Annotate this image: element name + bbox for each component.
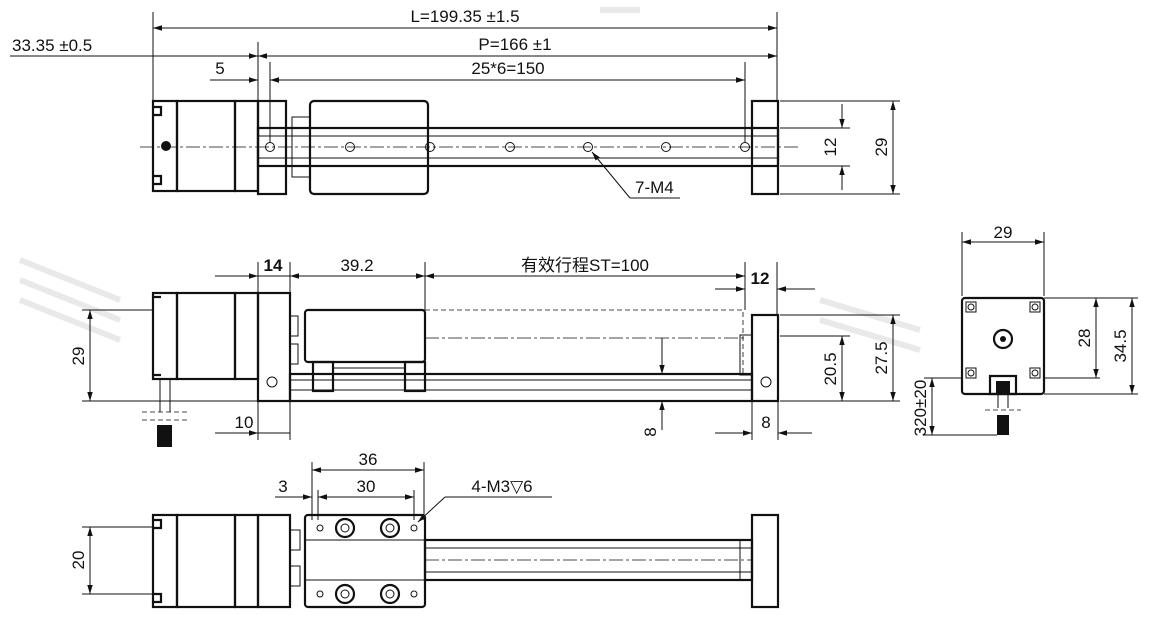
dim-total-length: L=199.35 ±1.5	[410, 7, 519, 26]
watermark	[18, 7, 921, 353]
dim-27-5: 27.5	[872, 341, 891, 374]
side-view	[924, 232, 1138, 436]
label-holes-4m3: 4-M3▽6	[471, 477, 532, 496]
dim-rail-height: 12	[821, 138, 840, 157]
dim-8-horizontal: 8	[761, 413, 770, 432]
dim-12-front: 12	[751, 269, 770, 288]
front-view	[82, 262, 900, 447]
dim-30: 30	[357, 477, 376, 496]
bottom-view	[82, 462, 780, 609]
dim-side-width: 29	[994, 223, 1013, 242]
dim-8-vertical: 8	[641, 427, 660, 436]
dim-side-34-5: 34.5	[1111, 329, 1130, 362]
dim-39-2: 39.2	[340, 256, 373, 275]
dim-14: 14	[264, 256, 283, 275]
dim-cable-length: 320±20	[911, 380, 930, 437]
dim-36: 36	[359, 450, 378, 469]
dim-bottom-20: 20	[69, 551, 88, 570]
dim-side-28: 28	[1075, 329, 1094, 348]
dim-3: 3	[278, 477, 287, 496]
dim-effective-stroke: 有效行程ST=100	[521, 256, 649, 275]
dim-top-height: 29	[872, 138, 891, 157]
dim-offset: 33.35 ±0.5	[12, 36, 92, 55]
dim-pitch-total: P=166 ±1	[478, 35, 551, 54]
dim-five: 5	[215, 59, 224, 78]
top-view	[10, 12, 900, 199]
dim-hole-pitch: 25*6=150	[471, 59, 544, 78]
dim-front-29: 29	[69, 347, 88, 366]
dim-10: 10	[235, 413, 254, 432]
label-holes-7m4: 7-M4	[635, 178, 674, 197]
dim-20-5: 20.5	[821, 352, 840, 385]
